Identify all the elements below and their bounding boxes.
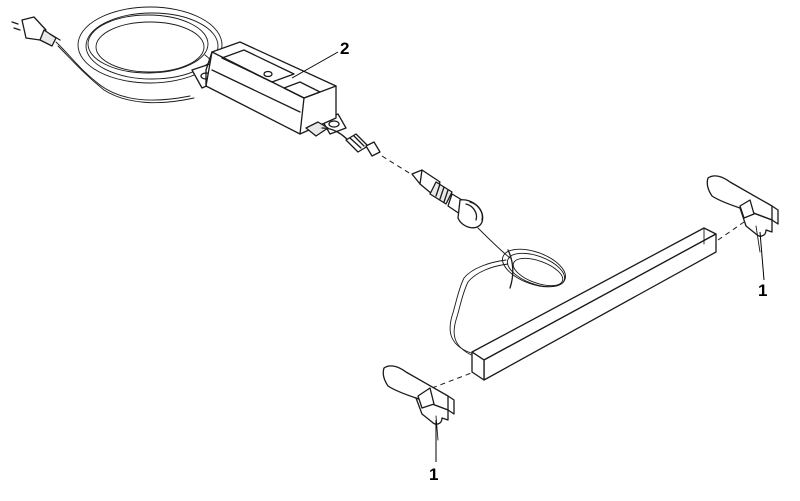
power-supply-unit (191, 41, 347, 135)
lightbar-connector (411, 169, 484, 229)
connection-path-right-bracket (717, 221, 745, 241)
mains-plug (11, 16, 61, 47)
lightbar-cable-coil (449, 227, 566, 359)
callout-power-supply: 2 (340, 39, 349, 58)
connection-path-left-bracket (431, 371, 475, 389)
callout-leader-power-supply (291, 51, 339, 79)
callout-leader-bracket-right (759, 231, 765, 281)
callout-bracket-right: 1 (758, 281, 767, 300)
callout-bracket-left: 1 (429, 465, 438, 484)
mounting-bracket-left (382, 365, 455, 441)
connection-path-plug (381, 155, 415, 177)
mains-cable-coil (55, 6, 223, 104)
mounting-bracket-right (706, 175, 779, 253)
power-supply-output-connector (305, 121, 381, 157)
light-bar (471, 227, 717, 381)
